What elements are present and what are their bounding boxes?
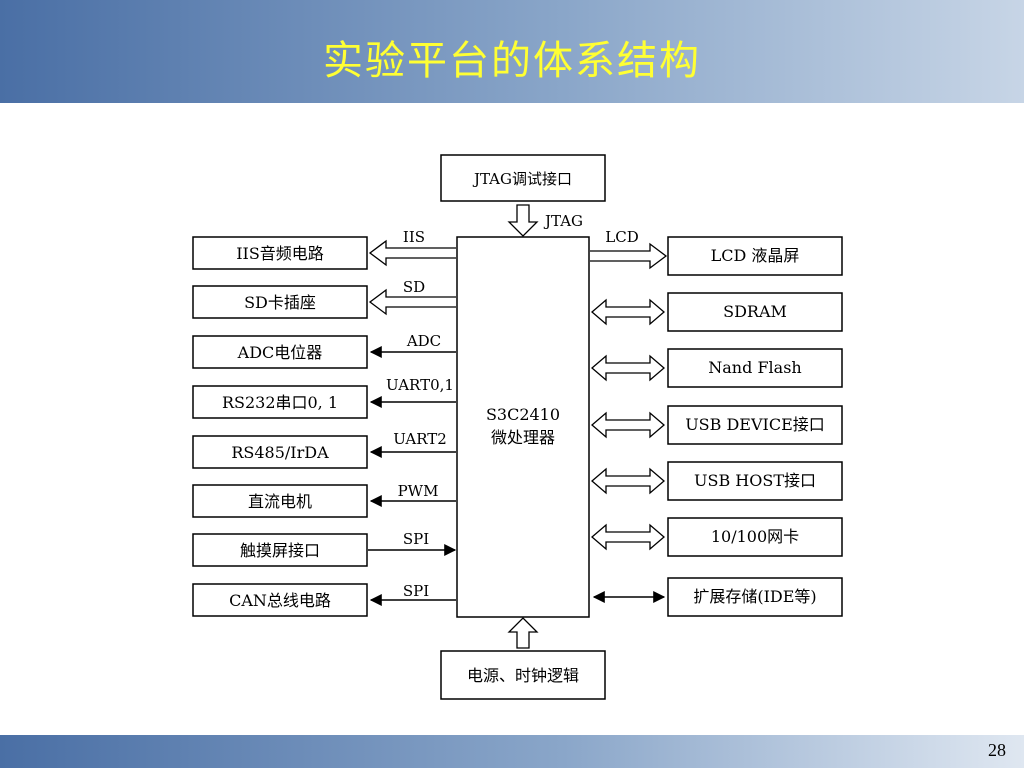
sd-bus-label: SD bbox=[403, 278, 425, 296]
page-number: 28 bbox=[988, 740, 1006, 760]
left-box-label: 直流电机 bbox=[248, 492, 312, 511]
right-box-label: SDRAM bbox=[723, 302, 787, 321]
cpu-label-line1: S3C2410 bbox=[486, 405, 560, 424]
jtag-debug-box bbox=[440, 154, 606, 202]
pwm-bus-label: PWM bbox=[398, 482, 439, 500]
left-box-label: IIS音频电路 bbox=[236, 244, 324, 263]
power-clock-box bbox=[440, 650, 606, 700]
left-box-7: CAN总线电路 bbox=[192, 583, 368, 617]
left-box-5: 直流电机 bbox=[192, 484, 368, 518]
left-box-2: ADC电位器 bbox=[192, 335, 368, 369]
cpu-label-line2: 微处理器 bbox=[491, 428, 555, 447]
cpu-box bbox=[456, 236, 590, 618]
jtag-arrow bbox=[507, 204, 539, 237]
right-box-label: LCD 液晶屏 bbox=[711, 246, 800, 265]
jtag-bus-label: JTAG bbox=[543, 212, 583, 230]
right-box-1: SDRAM bbox=[667, 292, 843, 332]
usb-device-bidirectional-arrow bbox=[591, 411, 665, 439]
left-box-6: 触摸屏接口 bbox=[192, 533, 368, 567]
left-box-label: RS232串口0, 1 bbox=[222, 393, 338, 412]
power-clock-label: 电源、时钟逻辑 bbox=[467, 666, 579, 685]
left-box-label: SD卡插座 bbox=[244, 293, 316, 312]
nand-flash-bidirectional-arrow bbox=[591, 354, 665, 382]
uart2-bus-label: UART2 bbox=[393, 430, 447, 448]
right-box-3: USB DEVICE接口 bbox=[667, 405, 843, 445]
jtag-debug-label: JTAG调试接口 bbox=[472, 170, 572, 188]
sd-arrow bbox=[368, 288, 456, 316]
header-bar bbox=[0, 0, 1024, 103]
iis-bus-label: IIS bbox=[403, 228, 425, 246]
right-box-2: Nand Flash bbox=[667, 348, 843, 388]
slide-title: 实验平台的体系结构 bbox=[323, 38, 701, 84]
lcd-bus-label: LCD bbox=[605, 228, 638, 246]
left-box-4: RS485/IrDA bbox=[192, 435, 368, 469]
left-box-label: 触摸屏接口 bbox=[240, 541, 320, 560]
right-box-5: 10/100网卡 bbox=[667, 517, 843, 557]
right-box-label: 10/100网卡 bbox=[711, 527, 799, 546]
lcd-arrow bbox=[590, 242, 668, 270]
right-box-label: Nand Flash bbox=[708, 358, 801, 377]
spi-touch-bus-label: SPI bbox=[403, 530, 429, 548]
ethernet-bidirectional-arrow bbox=[591, 523, 665, 551]
sdram-bidirectional-arrow bbox=[591, 298, 665, 326]
uart01-bus-label: UART0,1 bbox=[386, 376, 454, 394]
footer-bar bbox=[0, 735, 1024, 768]
adc-bus-label: ADC bbox=[406, 332, 441, 350]
iis-arrow bbox=[368, 239, 456, 267]
right-box-label: USB HOST接口 bbox=[694, 471, 816, 490]
spi-can-bus-label: SPI bbox=[403, 582, 429, 600]
left-box-1: SD卡插座 bbox=[192, 285, 368, 319]
power-arrow bbox=[507, 617, 539, 649]
left-box-3: RS232串口0, 1 bbox=[192, 385, 368, 419]
left-box-0: IIS音频电路 bbox=[192, 236, 368, 270]
right-box-0: LCD 液晶屏 bbox=[667, 236, 843, 276]
left-box-label: ADC电位器 bbox=[237, 343, 323, 362]
right-box-4: USB HOST接口 bbox=[667, 461, 843, 501]
left-box-label: CAN总线电路 bbox=[229, 591, 331, 610]
left-box-label: RS485/IrDA bbox=[231, 443, 329, 462]
usb-host-bidirectional-arrow bbox=[591, 467, 665, 495]
right-box-6: 扩展存储(IDE等) bbox=[667, 577, 843, 617]
right-box-label: USB DEVICE接口 bbox=[685, 415, 825, 434]
right-box-label: 扩展存储(IDE等) bbox=[693, 587, 816, 606]
